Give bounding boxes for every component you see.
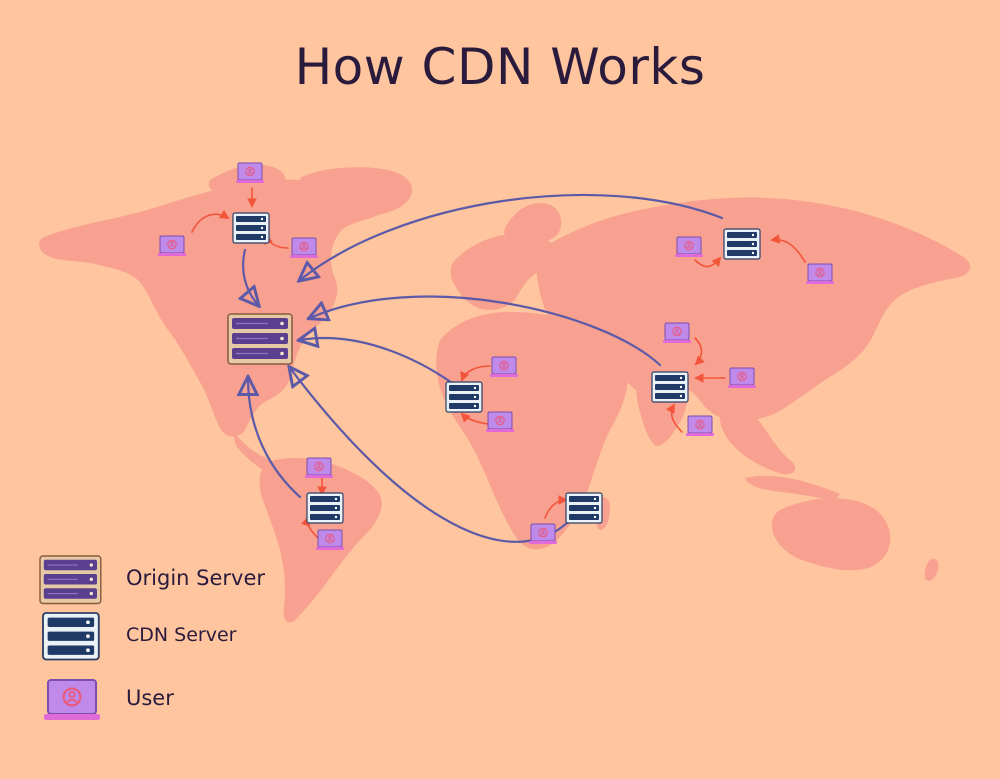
arrow-user-to-india-cdn-1 (694, 337, 705, 366)
user-laptop-russia-west (674, 236, 704, 258)
arrow-user-to-africa-cdn-1 (460, 365, 491, 382)
arrow-user-to-africa-cdn-2 (460, 412, 489, 425)
arrow-user-to-india-cdn-3 (666, 403, 683, 433)
origin-server-map (227, 313, 293, 365)
user-laptop-icon (42, 678, 102, 722)
australia-landmass (771, 498, 891, 571)
southeast-asia-landmass (719, 408, 796, 475)
diagram-title: How CDN Works (294, 38, 706, 96)
arrow-user-to-greenland-cdn-2 (191, 209, 230, 233)
user-laptop-brazil-south (315, 529, 345, 551)
origin-connections (243, 193, 724, 543)
legend-label-origin-server: Origin Server (126, 566, 266, 590)
cdn-server-india (651, 371, 689, 403)
arrow-india-cdn-to-origin (310, 295, 662, 367)
scandinavia-landmass (504, 203, 562, 244)
north-america-landmass (39, 172, 391, 437)
user-laptop-china (727, 367, 757, 389)
user-laptop-greenland-top (235, 162, 265, 184)
arrow-user-to-russia-cdn-1 (694, 256, 722, 268)
user-laptop-india-south (685, 415, 715, 437)
legend-label-cdn-server: CDN Server (126, 624, 237, 646)
africa-landmass (436, 312, 628, 550)
user-laptop-central-asia (662, 322, 692, 344)
origin-server-icon (39, 555, 102, 605)
user-laptop-north-africa (489, 356, 519, 378)
cdn-server-south-africa (565, 492, 603, 524)
legend-label-user: User (126, 686, 174, 710)
arrow-user-to-south-africa-cdn (544, 495, 568, 519)
arrow-africa-cdn-to-origin (300, 338, 457, 387)
new-zealand-landmass (924, 558, 939, 581)
indonesia-islands-landmass (745, 475, 840, 500)
arrow-greenland-cdn-to-origin (243, 248, 258, 305)
user-laptop-west-africa (485, 411, 515, 433)
user-laptop-south-africa (528, 523, 558, 545)
cdn-server-russia (723, 228, 761, 260)
user-laptop-russia-east (805, 263, 835, 285)
cdn-server-africa (445, 381, 483, 413)
cdn-server-south-america (306, 492, 344, 524)
user-laptop-atlantic (289, 237, 319, 259)
user-laptop-brazil-north (304, 457, 334, 479)
arrow-russia-cdn-to-origin (300, 193, 724, 280)
arrow-south-america-cdn-to-origin (248, 378, 302, 499)
user-laptop-canada (157, 235, 187, 257)
greenland-landmass (299, 167, 413, 216)
asia-landmass (536, 197, 971, 421)
legend (39, 555, 102, 722)
japan-landmass (851, 295, 870, 334)
cdn-server-greenland (232, 212, 270, 244)
arrow-user-to-russia-cdn-2 (770, 234, 806, 263)
europe-landmass (450, 233, 560, 310)
cdn-server-icon (42, 612, 100, 661)
world-map (39, 164, 971, 623)
